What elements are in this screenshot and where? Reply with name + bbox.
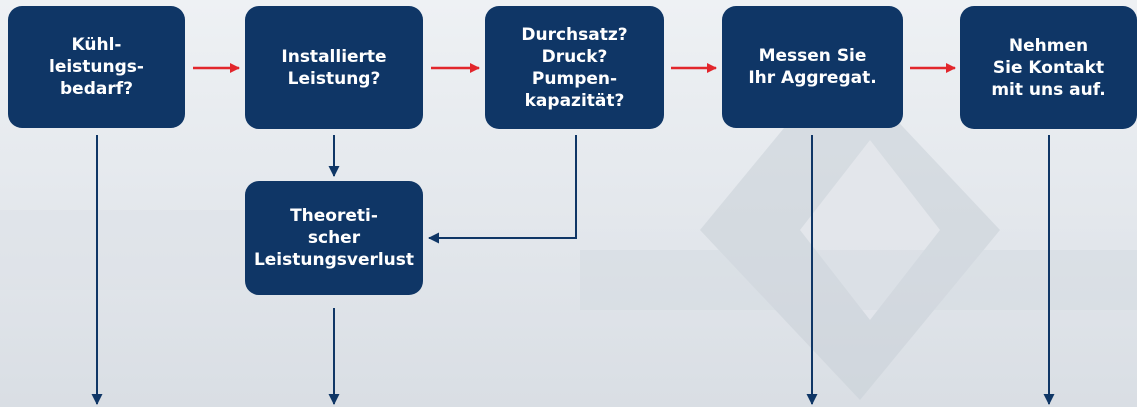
box-messen-sie: Messen Sie Ihr Aggregat. bbox=[722, 6, 903, 128]
box-durchsatz-druck: Durchsatz? Druck? Pumpen- kapazität? bbox=[485, 6, 664, 129]
arrow-b3-b6 bbox=[428, 135, 577, 244]
box-label: Installierte Leistung? bbox=[281, 46, 387, 89]
box-installierte-leistung: Installierte Leistung? bbox=[245, 6, 423, 129]
box-label: Nehmen Sie Kontakt mit uns auf. bbox=[991, 35, 1106, 100]
box-label: Theoreti- scher Leistungsverlust bbox=[253, 206, 415, 270]
box-label: Durchsatz? Druck? Pumpen- kapazität? bbox=[521, 24, 628, 111]
box-label: Kühl- leistungs- bedarf? bbox=[49, 35, 144, 99]
box-label: Messen Sie Ihr Aggregat. bbox=[748, 46, 877, 88]
box-kontakt: Nehmen Sie Kontakt mit uns auf. bbox=[960, 6, 1137, 129]
box-kuehlleistungsbedarf: Kühl- leistungs- bedarf? bbox=[8, 6, 185, 128]
box-theoretischer-leistungsverlust: Theoreti- scher Leistungsverlust bbox=[245, 181, 423, 295]
